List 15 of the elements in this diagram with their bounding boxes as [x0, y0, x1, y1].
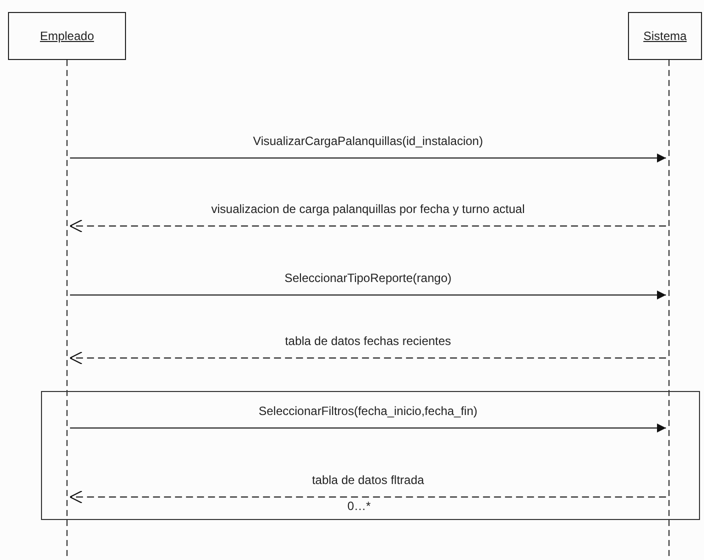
return-arrow	[69, 219, 666, 233]
participant-box: Empleado	[8, 12, 126, 60]
multiplicity-label: 0…*	[347, 499, 371, 513]
message-label: VisualizarCargaPalanquillas(id_instalacion)	[253, 134, 483, 148]
message-label: visualizacion de carga palanquillas por fecha y turno actual	[211, 202, 525, 216]
participant-box: Sistema	[628, 12, 702, 60]
return-arrow	[69, 490, 666, 504]
message-label: tabla de datos fltrada	[312, 473, 424, 487]
message-label: SeleccionarTipoReporte(rango)	[284, 271, 452, 285]
message-arrow	[70, 290, 666, 300]
message-arrow	[70, 154, 666, 162]
message-label: tabla de datos fechas recientes	[284, 334, 452, 348]
message-label: SeleccionarFiltros(fecha_inicio,fecha_fin)	[258, 404, 478, 418]
return-arrow	[69, 351, 666, 365]
message-arrow	[70, 424, 666, 432]
